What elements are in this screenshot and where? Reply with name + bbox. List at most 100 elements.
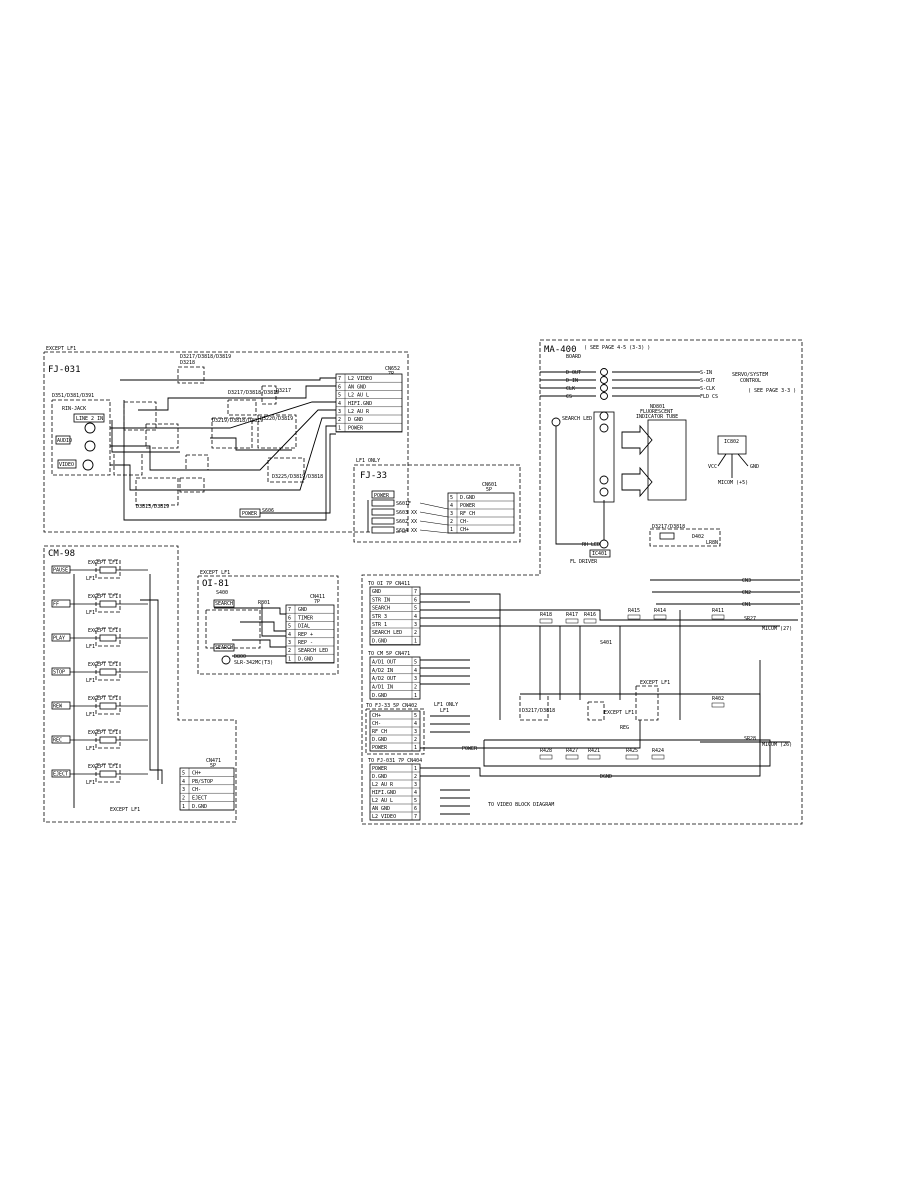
cm98-switch: [99, 634, 117, 642]
cm98-button[interactable]: [51, 735, 71, 744]
ma400-search-led: SEARCH LED: [562, 416, 592, 422]
pin-number: 2: [288, 648, 291, 654]
pin-number: 6: [414, 597, 417, 603]
cm98-switch-label: EXCEPT LF1: [88, 662, 118, 668]
resistor-label: R425: [626, 748, 638, 754]
pin-number: 2: [450, 519, 453, 525]
ma400-cn3: CN3: [742, 578, 751, 584]
cm98-button-label: PAUSE: [53, 568, 68, 574]
fj031-connector-title: CN652: [385, 366, 400, 372]
resistor-symbol: [625, 754, 639, 760]
fj33-switch-wire: [419, 511, 449, 518]
cm98-title: CM-98: [48, 549, 75, 559]
cm98-button[interactable]: [51, 667, 71, 676]
ma400-cn1: CN1: [742, 602, 751, 608]
pin-number: 4: [182, 779, 185, 785]
pin-label: STR 3: [372, 614, 387, 620]
pin-label: RF CH: [460, 511, 475, 517]
pin-label: SEARCH LED: [298, 648, 328, 654]
pin-number: 2: [414, 774, 417, 780]
fj031-power-button[interactable]: [239, 508, 261, 518]
cm98-switch-outline: [95, 593, 121, 613]
cm98-button-label: REC: [53, 738, 62, 744]
pin-label: L2 VIDEO: [372, 814, 396, 820]
pin-label: POWER: [348, 425, 364, 431]
cm98-switch-label: LF1: [86, 644, 95, 650]
cm98-button-label: EJECT: [53, 772, 68, 778]
ma400-ic: IC401: [592, 551, 607, 557]
fj031-jack-sub: LINE 2 IN: [76, 416, 103, 422]
fj33-switch[interactable]: [371, 508, 395, 516]
ma400-misc-1: D3217/D3818: [522, 708, 555, 714]
arrow-right-icon: [621, 424, 653, 456]
fj33-switch[interactable]: [371, 517, 395, 525]
cm98-switch-label: LF1: [86, 576, 95, 582]
fj33-power-label: POWER: [374, 493, 390, 499]
resistor-label: R424: [652, 748, 664, 754]
fj031-connector: [335, 373, 403, 433]
fj33-connector-sub: 5P: [486, 487, 492, 493]
ma400-micom: MICOM (+5): [718, 480, 748, 486]
ma400-tube-3: INDICATOR TUBE: [636, 414, 678, 420]
resistor-symbol: [627, 614, 641, 620]
resistor-symbol: [565, 754, 579, 760]
fj33-switch[interactable]: [371, 499, 395, 507]
resistor-label: R427: [566, 748, 578, 754]
video-jack-icon: [82, 459, 94, 471]
resistor-label: R414: [654, 608, 666, 614]
cm98-button[interactable]: [51, 701, 71, 710]
pin-number: 1: [450, 527, 453, 533]
pin-number: 5: [338, 393, 341, 399]
cm98-switch-label: EXCEPT LF1: [88, 560, 118, 566]
resistor-symbol: [539, 754, 553, 760]
ma400-misc-3: DGND: [600, 774, 612, 780]
fj33-switch-label: S603 XX: [396, 510, 417, 516]
cm98-button-label: FF: [53, 602, 59, 608]
cm98-connector-title: CN471: [206, 758, 221, 764]
pin-number: 6: [414, 806, 417, 812]
pin-number: 3: [338, 409, 341, 415]
ma400-ic-box: [589, 549, 611, 558]
pin-number: 2: [414, 685, 417, 691]
pin-number: 5: [414, 713, 417, 719]
cm98-switch-outline: [95, 661, 121, 681]
cm98-switch-outline: [95, 763, 121, 783]
ma400-to-fj33-header: TO FJ-33 5P CN402: [366, 703, 417, 709]
resistor-symbol: [711, 702, 725, 708]
pin-number: 1: [414, 693, 417, 699]
ma400-to-fj031-header: TO FJ-031 7P CN404: [368, 758, 422, 764]
pin-label: POWER: [372, 766, 388, 772]
ma400-reg-label: IC802: [724, 439, 739, 445]
oi81-header: EXCEPT LF1: [200, 570, 230, 576]
pin-label: PB/STOP: [192, 779, 213, 785]
pin-number: 5: [450, 495, 453, 501]
cm98-button[interactable]: [51, 769, 71, 778]
cm98-connector-sub: 5P: [210, 763, 216, 769]
fj33-power-box: [371, 490, 395, 499]
fj031-part-4: D3217: [276, 388, 291, 394]
cm98-switch-label: EXCEPT LF1: [88, 764, 118, 770]
pin-number: 1: [338, 425, 341, 431]
oi81-search-label: SEARCH: [215, 601, 233, 607]
fj33-switch[interactable]: [371, 526, 395, 534]
oi81-part-slr: SLR-342MC(T3): [234, 660, 273, 666]
oi81-search-button[interactable]: [213, 599, 235, 608]
audio-jack-l-icon: [84, 440, 96, 452]
cm98-switch-label: EXCEPT LF1: [88, 594, 118, 600]
pin-label: A/D2 OUT: [372, 676, 396, 682]
cm98-button[interactable]: [51, 633, 71, 642]
pin-label: L2 AU L: [372, 798, 393, 804]
terminal-circle-icon: [600, 384, 608, 392]
pin-number: 5: [414, 798, 417, 804]
pin-label: RF CH: [372, 729, 387, 735]
pin-number: 1: [288, 656, 291, 662]
cm98-switch-label: LF1: [86, 780, 95, 786]
ma400-to-oi-header: TO OI 7P CN411: [368, 581, 410, 587]
cm98-button[interactable]: [51, 599, 71, 608]
pin-label: D.GND: [372, 693, 387, 699]
ma400-misc-6: SR27: [744, 616, 756, 622]
cm98-button[interactable]: [51, 565, 71, 574]
ma400-led-part: D3217/D3818: [652, 524, 685, 530]
resistor-label: R415: [628, 608, 640, 614]
